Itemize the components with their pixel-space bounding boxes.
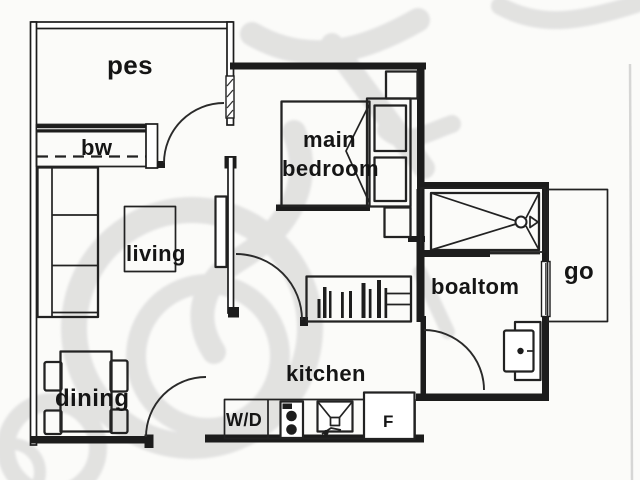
dining-furniture xyxy=(43,350,129,436)
wall-left xyxy=(29,21,38,446)
pillow-bottom xyxy=(373,156,408,203)
room-label-ledge: go xyxy=(564,258,594,285)
corridor-cabinet xyxy=(383,206,412,239)
windows xyxy=(225,75,551,318)
living-furniture xyxy=(36,166,177,319)
wall-bottom-dining xyxy=(30,436,150,444)
shower-room xyxy=(420,187,546,257)
wall-corridor-bathroom-link xyxy=(408,236,425,242)
shower-head-marker xyxy=(529,215,539,229)
coffee-table xyxy=(123,205,177,273)
wall-kitchen-right xyxy=(420,316,426,396)
shoe-cabinet xyxy=(305,275,413,323)
pillow-top xyxy=(373,104,408,153)
bathroom-window xyxy=(540,260,551,318)
label-fridge: F xyxy=(383,412,394,431)
room-label-bedroom-line1: main xyxy=(303,127,356,152)
shower-drain xyxy=(514,215,528,229)
pes-window xyxy=(225,75,235,119)
wall-bedroom-bottom xyxy=(276,204,370,211)
stove xyxy=(279,400,305,440)
doors xyxy=(145,102,485,438)
wall-bedroom-top xyxy=(230,62,426,70)
dining-chair-4 xyxy=(109,408,129,435)
wall-top-pes xyxy=(31,21,233,30)
page-edge-shadow xyxy=(628,63,634,480)
sink xyxy=(316,400,354,436)
bedroom-corner-cabinet xyxy=(384,70,419,100)
bedroom-door-leaf xyxy=(214,195,228,269)
dining-chair-1 xyxy=(43,360,63,392)
room-labels: pes bw main bedroom living dining kitche… xyxy=(55,50,594,431)
room-label-bw: bw xyxy=(81,135,113,160)
room-label-pes: pes xyxy=(107,50,153,80)
wall-corridor-foot xyxy=(228,307,239,318)
pes-door-arc xyxy=(163,102,225,164)
wall-shower-top xyxy=(420,182,549,189)
bathroom-door-arc xyxy=(423,329,485,391)
wall-corridor xyxy=(227,156,235,314)
room-label-living: living xyxy=(126,241,186,266)
corridor-door-arc xyxy=(235,253,303,321)
ledge-outline xyxy=(546,188,609,323)
sofa xyxy=(36,166,100,319)
room-label-bathroom: boaltom xyxy=(431,274,519,299)
room-label-dining: dining xyxy=(55,385,129,412)
kitchen-counter xyxy=(223,391,416,441)
label-washer-dryer: W/D xyxy=(226,410,262,430)
room-label-kitchen: kitchen xyxy=(286,361,366,386)
toilet-flush-dot xyxy=(517,347,524,355)
toilet xyxy=(502,320,542,382)
wall-bedroom-right xyxy=(417,62,425,190)
bedroom-furniture xyxy=(280,70,419,239)
bed-fold-lines xyxy=(345,103,371,204)
wall-pes-right xyxy=(226,21,235,126)
corridor-door-post xyxy=(300,317,308,326)
fridge-box xyxy=(362,391,416,441)
bed xyxy=(280,100,371,208)
room-label-bedroom-line2: bedroom xyxy=(282,156,379,181)
wall-bathroom-bottom xyxy=(416,393,549,401)
entrance-door-post xyxy=(144,434,154,448)
dining-chair-2 xyxy=(43,409,63,436)
entrance-door-arc xyxy=(145,376,207,438)
bay-window-post xyxy=(145,123,159,169)
dining-chair-3 xyxy=(109,359,129,393)
